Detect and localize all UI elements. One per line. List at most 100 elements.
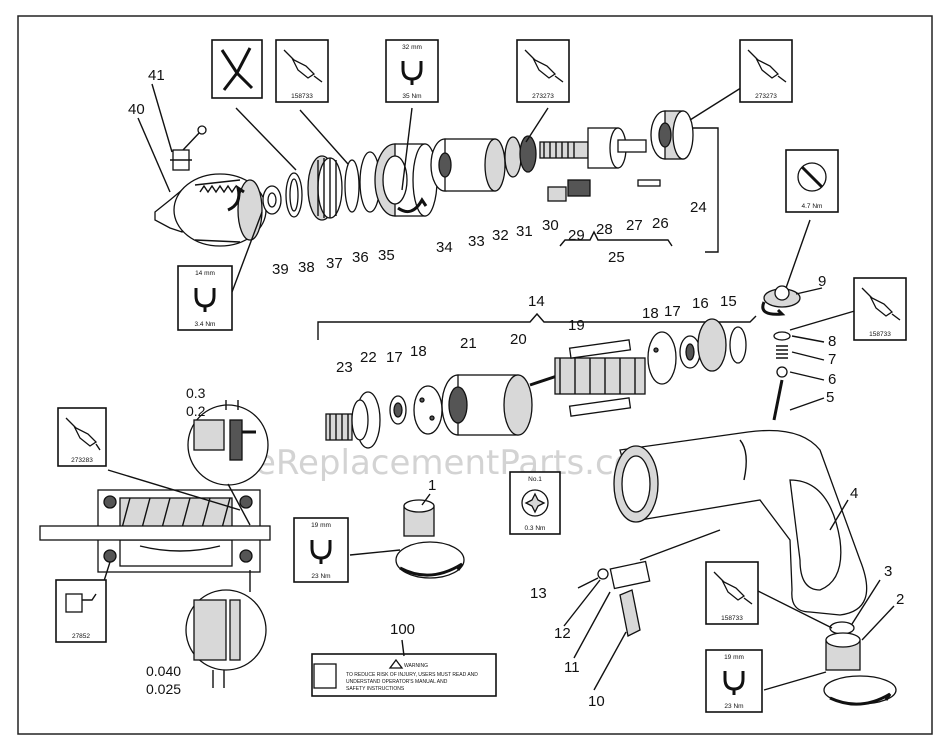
part-number-13: 13 <box>530 585 547 602</box>
warning-line-3: SAFETY INSTRUCTIONS <box>346 686 405 692</box>
part-number-14: 14 <box>528 293 545 310</box>
oil-can-icon <box>524 49 564 83</box>
part-number-5: 5 <box>826 389 834 406</box>
leader-lines <box>137 83 895 691</box>
inlet-bushing-1 <box>395 499 465 579</box>
part-number-16: 16 <box>692 295 709 312</box>
watermark: eReplacementParts.com <box>255 443 668 483</box>
part-number-1: 1 <box>428 477 436 494</box>
tool-box-b4: 273273 <box>516 39 570 103</box>
oil-can-icon <box>713 571 753 605</box>
part-number-19: 19 <box>568 317 585 334</box>
part-number-21: 21 <box>460 335 477 352</box>
pin-26 <box>637 179 661 187</box>
tool-box-bottom-label: 23 Nm <box>311 573 330 580</box>
chuck-key-part <box>170 125 207 171</box>
wrench-icon <box>401 61 423 85</box>
housing-group <box>349 219 897 706</box>
part-number-23: 23 <box>336 359 353 376</box>
tool-box-bottom-label: 35 Nm <box>402 93 421 100</box>
part-number-40: 40 <box>128 101 145 118</box>
part-number-3: 3 <box>884 563 892 580</box>
motor-housing-4 <box>613 429 868 616</box>
part-number-35: 35 <box>378 247 395 264</box>
tool-box-frame <box>293 517 349 583</box>
tool-box-top-label: 32 mm <box>402 44 422 51</box>
part-number-9: 9 <box>818 273 826 290</box>
tool-box-b7: 4.7 Nm <box>785 149 839 213</box>
tool-box-frame <box>211 39 263 99</box>
part-number-12: 12 <box>554 625 571 642</box>
cylinder-21 <box>441 374 533 436</box>
ring-15 <box>729 326 747 364</box>
warning-heading: WARNING <box>404 663 428 669</box>
tool-box-b13: 158733 <box>705 561 759 625</box>
dimension-label-lower-2: 0.025 <box>146 681 181 697</box>
rear-plate-16 <box>697 318 727 372</box>
tool-box-b5: 273273 <box>739 39 793 103</box>
gear-assembly-group <box>154 85 745 293</box>
rotor-19 <box>554 339 646 417</box>
tool-box-bottom-label: 3.4 Nm <box>195 321 216 328</box>
part-number-30: 30 <box>542 217 559 234</box>
grease-gun-icon <box>65 593 97 613</box>
part-number-20: 20 <box>510 331 527 348</box>
bearing-24 <box>650 110 694 160</box>
pin-5 <box>772 379 784 421</box>
spindle-27 <box>539 127 647 169</box>
tool-box-b9: 273283 <box>57 407 107 467</box>
tool-box-bottom-label: 273273 <box>532 93 554 100</box>
gear-29 <box>547 186 567 202</box>
part-number-8: 8 <box>828 333 836 350</box>
tool-box-frame <box>705 649 763 713</box>
dimension-label-upper-2: 0.2 <box>186 403 206 419</box>
part-number-22: 22 <box>360 349 377 366</box>
tool-box-bottom-label: 158733 <box>721 615 743 622</box>
part-number-100: 100 <box>390 621 415 638</box>
bearing-32 <box>504 136 522 178</box>
tool-box-b10: 27852 <box>55 579 107 643</box>
tool-box-frame <box>177 265 233 331</box>
tool-box-b1 <box>211 39 263 99</box>
part-number-11: 11 <box>564 659 580 676</box>
tool-box-b3: 32 mm 35 Nm <box>385 39 439 103</box>
part-number-24: 24 <box>690 199 707 216</box>
oil-can-icon <box>283 49 323 83</box>
part-number-18-left: 18 <box>410 343 427 360</box>
o-ring-8 <box>773 331 791 341</box>
end-plate-18-right <box>647 331 677 385</box>
gear-28 <box>567 179 591 197</box>
wrench-icon <box>194 288 216 312</box>
tool-box-bottom-label: 273283 <box>71 457 93 464</box>
dimension-label-upper-1: 0.3 <box>186 385 206 401</box>
part-number-7: 7 <box>828 351 836 368</box>
part-number-26: 26 <box>652 215 669 232</box>
tool-box-top-label: 14 mm <box>195 270 215 277</box>
tool-box-top-label: 19 mm <box>724 654 744 661</box>
oil-can-icon <box>65 417 101 451</box>
tool-boxes: 158733 32 mm 35 Nm 273273 273273 14 mm 3.4 Nm 4… <box>55 39 907 713</box>
part-number-17-right: 17 <box>664 303 681 320</box>
part-number-15: 15 <box>720 293 737 310</box>
tool-box-bottom-label: 27852 <box>72 633 90 640</box>
part-number-29: 29 <box>568 227 585 244</box>
warning-line-1: TO REDUCE RISK OF INJURY, USERS MUST REA… <box>346 672 478 678</box>
warning-label-100: WARNING TO REDUCE RISK OF INJURY, USERS … <box>311 653 497 697</box>
tool-box-bottom-label: 0.3 Nm <box>525 525 546 532</box>
tool-box-b6: 14 mm 3.4 Nm <box>177 265 233 331</box>
part-number-2: 2 <box>896 591 904 608</box>
warning-line-2: UNDERSTAND OPERATOR'S MANUAL AND <box>346 679 448 685</box>
part-number-27: 27 <box>626 217 643 234</box>
spindle-housing-33 <box>430 138 506 192</box>
end-plate-18-left <box>413 385 443 435</box>
bearing-31 <box>519 135 537 173</box>
part-number-34: 34 <box>436 239 453 256</box>
wrench-icon <box>723 671 745 695</box>
tool-box-b12: No.10.3 Nm <box>509 471 561 535</box>
tool-box-bottom-label: 158733 <box>869 331 891 338</box>
oil-can-icon <box>861 287 901 321</box>
tool-box-bottom-label: 23 Nm <box>724 703 743 710</box>
